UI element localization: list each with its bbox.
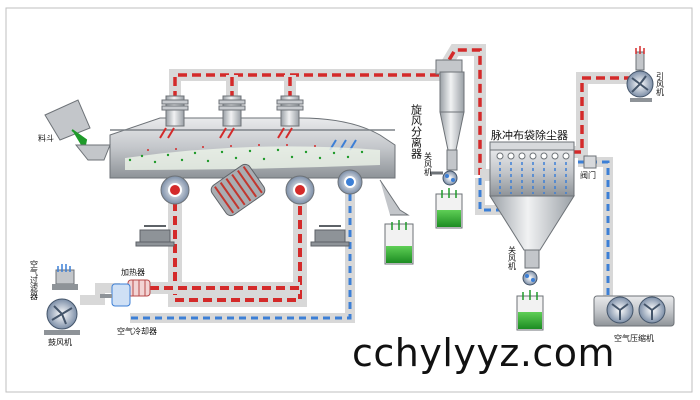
watermark-text: cchylyyz.com xyxy=(352,331,616,375)
air-filter: 空气过滤器 xyxy=(30,259,78,301)
compressed-air-line-body xyxy=(578,157,613,300)
cold-air-pipes xyxy=(80,157,613,323)
heater: 加热器 xyxy=(121,267,151,297)
blower: 鼓风机 xyxy=(44,298,80,347)
to-induced-fan-flow xyxy=(572,76,630,154)
fluid-bed-dryer xyxy=(109,95,410,247)
rotary-valve-right-label: 关风机 xyxy=(508,245,517,271)
cyclone-label: 旋风分离器 xyxy=(410,103,423,160)
air-cooler-label: 空气冷却器 xyxy=(117,326,157,336)
cold-pipe-return-flow xyxy=(130,182,352,320)
hot-pipe-bottom-flow xyxy=(173,188,302,302)
compressed-air-line-flow xyxy=(578,160,610,300)
diagram-frame xyxy=(5,7,693,393)
feed-hopper: 料斗 xyxy=(38,99,111,161)
pulse-bag-filter: 脉冲布袋除尘器 关风机 xyxy=(489,128,575,331)
bag-filter-label: 脉冲布袋除尘器 xyxy=(491,128,568,142)
valve: 阀门 xyxy=(580,155,597,180)
heater-label: 加热器 xyxy=(121,267,145,277)
vibration-motor xyxy=(210,163,266,217)
feed-hopper-label: 料斗 xyxy=(38,133,54,143)
induced-fan-label: 引风机 xyxy=(656,72,665,97)
air-compressor: 空气压缩机 xyxy=(593,295,675,343)
valve-label: 阀门 xyxy=(580,170,596,180)
induced-draft-fan: 引风机 xyxy=(626,46,665,102)
blower-label: 鼓风机 xyxy=(48,337,72,347)
air-compressor-label: 空气压缩机 xyxy=(614,333,654,343)
cyclone-separator: 旋风分离器 关风机 xyxy=(410,59,465,229)
rotary-valve-left-label: 关风机 xyxy=(424,151,433,177)
exhaust-header-flow xyxy=(173,48,482,175)
air-cooler: 空气冷却器 xyxy=(100,283,157,336)
dryer-product-bin xyxy=(384,220,414,265)
air-filter-label: 空气过滤器 xyxy=(30,259,39,301)
